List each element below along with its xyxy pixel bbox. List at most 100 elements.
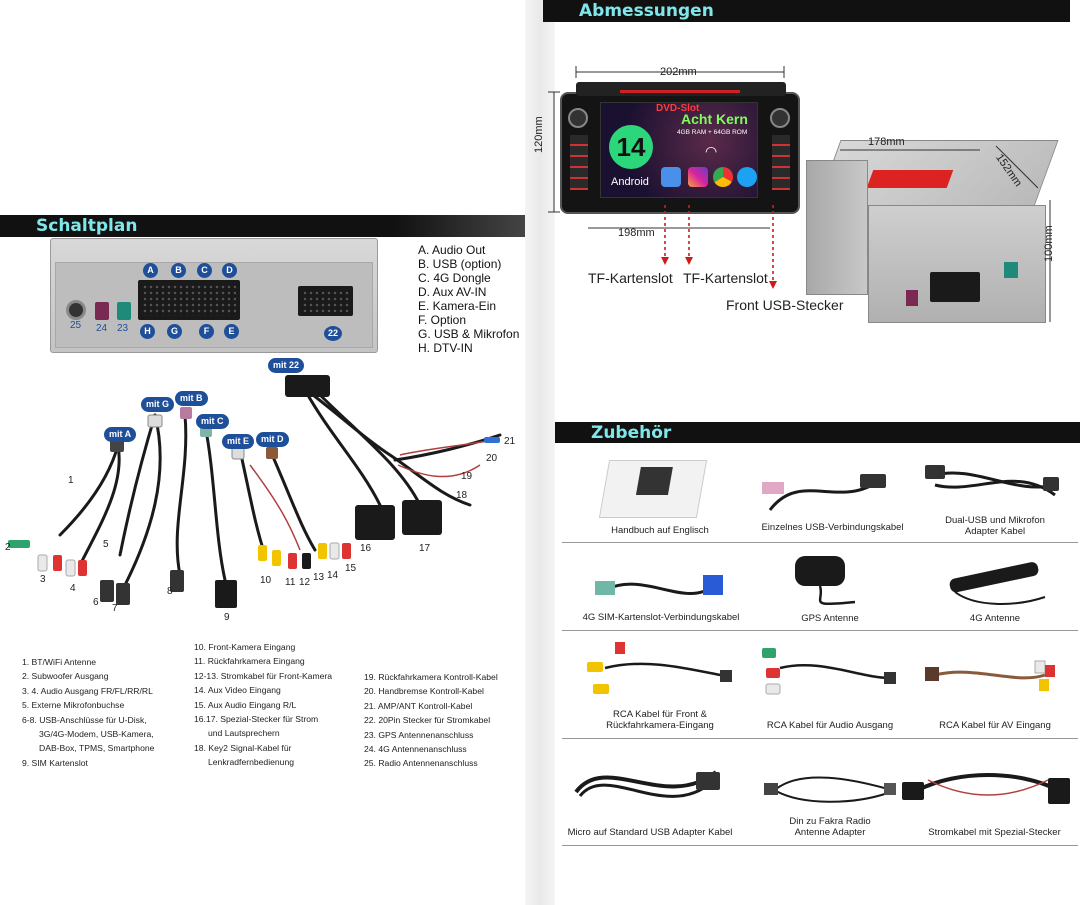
chassis-side [806,160,868,295]
desc-item: 15. Aux Audio Eingang R/L [194,699,297,710]
accessory-sim-cable: 4G SIM-Kartenslot-Verbindungskabel [582,612,740,623]
legend-g: G. USB & Mikrofon [418,327,520,341]
schaltplan-header: Schaltplan [0,215,525,237]
desc-item: 22. 20Pin Stecker für Stromkabel [364,715,491,726]
cable-num-2: 2 [5,542,11,553]
cable-num-18: 18 [456,490,468,501]
legend-e: E. Kamera-Ein [418,299,497,313]
dim-height-front: 120mm [533,116,545,153]
desc-item: 9. SIM Kartenslot [22,757,88,768]
schaltplan-title: Schaltplan [36,216,138,236]
dimension-lines-front [548,66,785,229]
badge-22: 22 [324,326,342,341]
android-badge: 14 [609,125,653,169]
accessory-4g-antenna: 4G Antenne [969,613,1021,624]
accessory-manual: Handbuch auf Englisch [611,525,709,536]
accessory-usb-cable: Einzelnes USB-Verbindungskabel [761,522,904,533]
android-label: Android [611,176,649,188]
description-list-2: 10. Front-Kamera Eingang 11. Rückfahrkam… [194,640,332,770]
cable-num-21: 21 [504,436,516,447]
zubehoer-title: Zubehör [591,423,672,443]
dvd-slot-label: DVD-Slot [656,103,700,114]
dimension-lines-back [840,145,1051,322]
cable-num-14: 14 [327,570,339,581]
cable-num-17: 17 [419,543,431,554]
cable-num-13: 13 [313,572,325,583]
rca-camera-cable-image [587,642,732,694]
cable-num-19: 19 [461,471,473,482]
android-version: 14 [616,132,646,162]
cable-num-5: 5 [103,539,109,550]
description-list-1: 1. BT/WiFi Antenne 2. Subwoofer Ausgang … [22,655,154,770]
badge-f: F [199,324,214,339]
cable-num-7: 7 [112,603,118,614]
left-buttons [570,135,588,190]
desc-item: 25. Radio Antennenanschluss [364,758,478,769]
right-knob [770,108,790,128]
row-separator [562,630,1078,631]
row-separator [562,542,1078,543]
tag-mit-b: mit B [175,391,208,406]
desc-item: 10. Front-Kamera Eingang [194,642,296,652]
tag-mit-c: mit C [196,414,229,429]
tag-mit-d: mit D [256,432,289,447]
legend-b: B. USB (option) [418,257,502,271]
row-separator [562,845,1078,846]
abmessungen-header: Abmessungen [543,0,1070,22]
page-divider [525,0,555,905]
desc-item: 3. 4. Audio Ausgang FR/FL/RR/RL [22,685,153,696]
desc-item: 3G/4G-Modem, USB-Kamera, [39,729,154,740]
4g-antenna-port [95,302,109,320]
badge-a: A [143,263,158,278]
tag-mit-22: mit 22 [268,358,305,373]
desc-item: 2. Subwoofer Ausgang [22,671,109,682]
cable-num-12: 12 [299,577,311,588]
abmessungen-title: Abmessungen [579,1,714,21]
accessory-rca-camera: RCA Kabel für Front & Rückfahrkamera-Ein… [606,709,714,731]
desc-item: 1. BT/WiFi Antenne [22,657,97,667]
cable-num-10: 10 [260,575,272,586]
sim-cable-image [595,575,723,596]
cable-num-3: 3 [40,574,46,585]
skype-icon [737,167,757,187]
desc-item: 18. Key2 Signal-Kabel für [194,742,292,753]
tf-slot-label-1: TF-Kartenslot [588,270,673,286]
cable-num-11: 11 [285,577,296,588]
accessory-gps-antenna: GPS Antenne [801,613,859,624]
rca-av-cable-image [925,660,1055,691]
left-knob [568,108,588,128]
accessory-dual-usb: Dual-USB und Mikrofon Adapter Kabel [945,515,1045,537]
badge-b: B [171,263,186,278]
rca-audio-cable-image [762,648,896,695]
cable-num-1: 1 [68,475,74,486]
legend-h: H. DTV-IN [418,341,473,355]
wifi-icon: ◠ [705,143,718,159]
4g-antenna-image [949,562,1046,605]
cable-num-15: 15 [345,563,357,574]
desc-item: 23. GPS Antennenanschluss [364,729,474,740]
dim-height-back: 100mm [1043,225,1055,262]
badge-g: G [167,324,182,339]
desc-item: 19. Rückfahrkamera Kontroll-Kabel [364,672,498,682]
legend-f: F. Option [418,313,467,327]
power-cable-image [902,773,1070,804]
manual-screen [635,467,673,495]
desc-item: 14. Aux Video Eingang [194,685,281,696]
manual-image [598,460,708,518]
desc-item: 11. Rückfahrkamera Eingang [194,656,305,667]
dim-width-bottom: 198mm [618,227,655,239]
desc-item: und Lautsprechern [208,728,280,739]
cable-num-6: 6 [93,597,99,608]
badge-c: C [197,263,212,278]
chassis-port-green [1004,262,1018,278]
desc-item: DAB-Box, TPMS, Smartphone [39,743,155,754]
cable-num-16: 16 [360,543,372,554]
dual-usb-cable-image [925,465,1059,497]
desc-item: 21. AMP/ANT Kontroll-Kabel [364,700,473,711]
tag-mit-e: mit E [222,434,255,449]
description-list-3: 19. Rückfahrkamera Kontroll-Kabel 20. Ha… [364,670,498,771]
desc-item: Lenkradfernbedienung [208,757,295,768]
chassis-connector [930,272,980,302]
desc-item: 20. Handbremse Kontroll-Kabel [364,686,484,697]
memory-label: 4GB RAM + 64GB ROM [677,129,748,136]
